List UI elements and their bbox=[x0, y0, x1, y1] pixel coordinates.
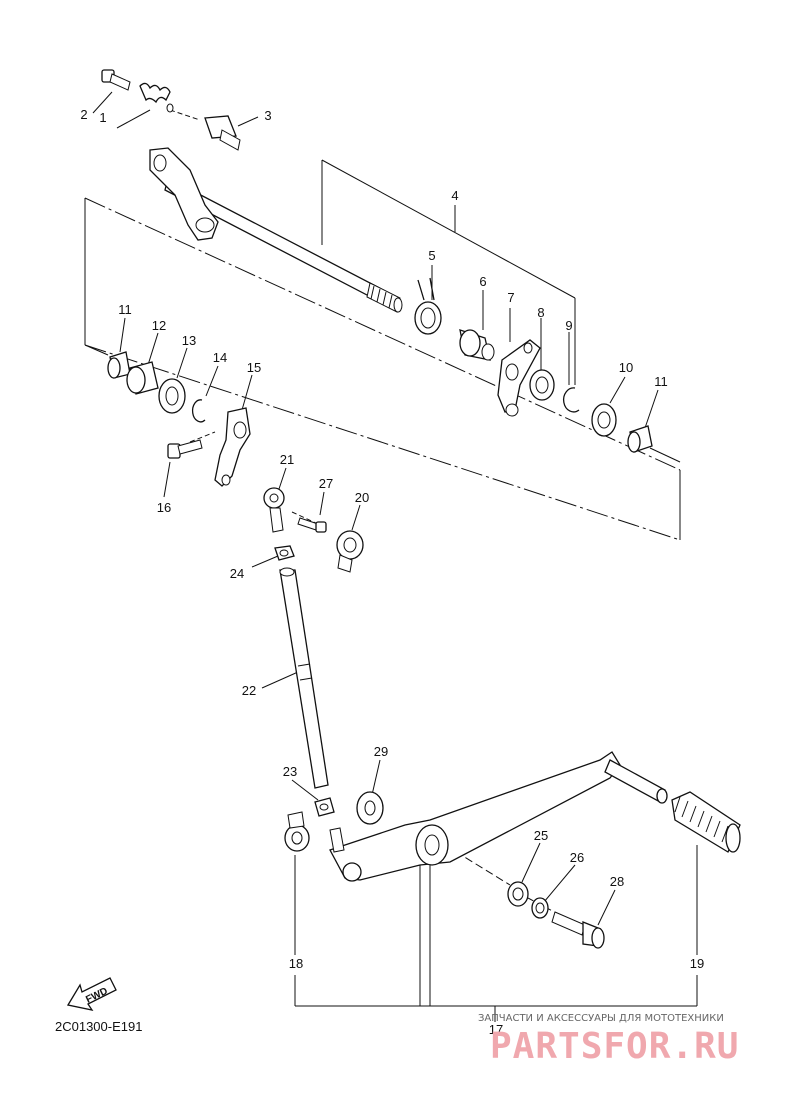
callout-20: 20 bbox=[355, 490, 369, 505]
callout-22: 22 bbox=[242, 683, 256, 698]
callout-27: 27 bbox=[319, 476, 333, 491]
callout-16: 16 bbox=[157, 500, 171, 515]
part-spring-5 bbox=[414, 277, 442, 335]
callout-13: 13 bbox=[182, 333, 196, 348]
callout-14: 14 bbox=[213, 350, 227, 365]
part-washer-10 bbox=[591, 403, 617, 437]
callout-5: 5 bbox=[428, 248, 435, 263]
callout-2: 2 bbox=[80, 107, 87, 122]
part-circlip-9 bbox=[562, 387, 580, 413]
watermark-tagline: ЗАПЧАСТИ И АКСЕССУАРЫ ДЛЯ МОТОТЕХНИКИ bbox=[478, 1013, 724, 1024]
forward-arrow-icon: FWD bbox=[66, 977, 117, 1011]
part-washer-8 bbox=[529, 369, 555, 401]
part-rod-end-20 bbox=[336, 530, 364, 573]
leader-lines bbox=[84, 91, 698, 1022]
callout-24: 24 bbox=[230, 566, 244, 581]
part-lever-7 bbox=[497, 339, 541, 417]
part-bearing-11-right bbox=[627, 425, 653, 453]
part-washer-25 bbox=[507, 881, 529, 907]
part-arm-15 bbox=[214, 407, 251, 487]
part-washer-29 bbox=[356, 791, 384, 825]
callout-29: 29 bbox=[374, 744, 388, 759]
part-collar-6 bbox=[459, 329, 495, 361]
part-shift-rod-22 bbox=[279, 567, 329, 789]
part-circlip-14 bbox=[191, 399, 206, 423]
diagram-code: 2C01300-E191 bbox=[55, 1019, 142, 1034]
callout-10: 10 bbox=[619, 360, 633, 375]
part-spring-1 bbox=[139, 82, 174, 113]
callout-19: 19 bbox=[690, 956, 704, 971]
part-bolt-16 bbox=[167, 439, 203, 459]
part-bearing-11-left bbox=[107, 351, 131, 379]
part-nut-24 bbox=[274, 545, 295, 561]
watermark-logo: PARTSFOR.RU bbox=[490, 1026, 739, 1067]
callout-11-left: 11 bbox=[118, 302, 132, 317]
callout-12: 12 bbox=[152, 318, 166, 333]
callout-18: 18 bbox=[289, 956, 303, 971]
callout-9: 9 bbox=[565, 318, 572, 333]
part-shift-pedal-17 bbox=[329, 751, 666, 882]
part-bolt-2 bbox=[101, 69, 131, 91]
part-nut-23 bbox=[314, 797, 335, 817]
part-shift-shaft bbox=[149, 147, 403, 313]
part-rubber-19 bbox=[656, 788, 741, 853]
callout-3: 3 bbox=[264, 108, 271, 123]
part-bolt-27 bbox=[297, 517, 327, 533]
part-collar-12 bbox=[126, 361, 159, 395]
part-bolt-28 bbox=[551, 911, 605, 949]
callout-26: 26 bbox=[570, 850, 584, 865]
callout-labels: 1 2 3 4 5 6 7 8 9 10 11 11 12 13 14 15 1… bbox=[80, 107, 704, 1037]
callout-17: 17 bbox=[489, 1022, 503, 1037]
callout-6: 6 bbox=[479, 274, 486, 289]
part-washer-13 bbox=[158, 378, 186, 414]
callout-4: 4 bbox=[451, 188, 458, 203]
callout-25: 25 bbox=[534, 828, 548, 843]
callout-21: 21 bbox=[280, 452, 294, 467]
callout-7: 7 bbox=[507, 290, 514, 305]
part-stud-3 bbox=[204, 115, 241, 151]
part-washer-26 bbox=[531, 897, 549, 919]
callout-11-right: 11 bbox=[654, 374, 668, 389]
watermark: ЗАПЧАСТИ И АКСЕССУАРЫ ДЛЯ МОТОТЕХНИКИ PA… bbox=[478, 1013, 739, 1067]
callout-1: 1 bbox=[99, 110, 106, 125]
callout-15: 15 bbox=[247, 360, 261, 375]
callout-23: 23 bbox=[283, 764, 297, 779]
part-rod-end-21 bbox=[263, 487, 285, 533]
part-rod-end-18 bbox=[284, 811, 310, 852]
callout-8: 8 bbox=[537, 305, 544, 320]
callout-28: 28 bbox=[610, 874, 624, 889]
